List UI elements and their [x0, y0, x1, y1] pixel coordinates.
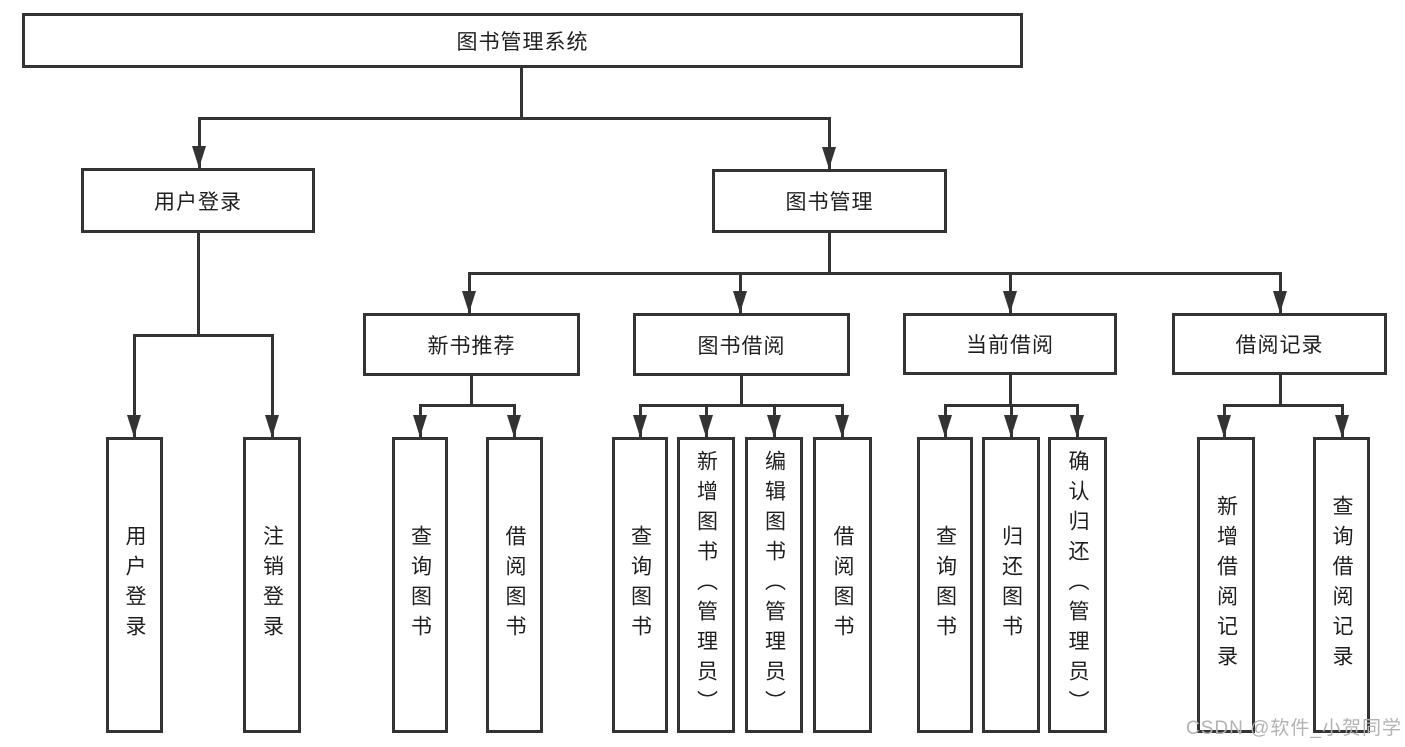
- connector-new-book-stub: [470, 376, 473, 407]
- leaf-user-login: 用户登录: [106, 437, 163, 733]
- arrow-down-icon: [1003, 291, 1017, 313]
- node-current-borrow: 当前借阅: [903, 313, 1117, 375]
- node-label: 查询图书: [408, 525, 432, 645]
- arrow-down-icon: [699, 415, 713, 437]
- node-new-book-recommend: 新书推荐: [363, 313, 580, 376]
- arrow-down-icon: [767, 415, 781, 437]
- connector-book-borrow-bus: [639, 404, 844, 407]
- leaf-borrow-books-recommend: 借阅图书: [486, 437, 543, 733]
- leaf-query-books-current: 查询图书: [917, 437, 973, 733]
- node-label: 查询借阅记录: [1330, 495, 1353, 675]
- node-label: 用户登录: [123, 525, 146, 645]
- arrow-down-icon: [413, 415, 427, 437]
- node-label: 新增借阅记录: [1214, 495, 1238, 675]
- connector-to-book-management: [828, 117, 831, 169]
- node-label: 借阅图书: [503, 525, 526, 645]
- node-label: 借阅图书: [831, 525, 854, 645]
- connector-book-management-stub: [828, 233, 831, 275]
- arrow-down-icon: [1273, 291, 1287, 313]
- connector-level3-bus: [468, 272, 1282, 275]
- csdn-watermark: CSDN @软件_小贺同学: [1186, 718, 1402, 739]
- leaf-return-book: 归还图书: [982, 437, 1040, 733]
- arrow-down-icon: [1070, 415, 1084, 437]
- node-label: 查询图书: [933, 525, 957, 645]
- connector-to-user-login: [198, 117, 201, 168]
- leaf-confirm-return-admin: 确认归还（管理员）: [1048, 437, 1107, 733]
- leaf-edit-book-admin: 编辑图书（管理员）: [745, 437, 803, 733]
- node-label: 编辑图书（管理员）: [762, 450, 786, 720]
- leaf-query-books-borrow: 查询图书: [612, 437, 668, 733]
- connector-new-book-bus: [419, 404, 516, 407]
- connector-borrow-records-stub: [1279, 375, 1282, 407]
- connector-to-leaf: [271, 334, 274, 437]
- node-label: 新书推荐: [427, 334, 516, 358]
- arrow-down-icon: [633, 415, 647, 437]
- node-label: 用户登录: [154, 190, 242, 214]
- arrow-down-icon: [127, 415, 141, 437]
- connector-book-borrow-stub: [740, 376, 743, 407]
- node-label: 确认归还（管理员）: [1066, 450, 1089, 720]
- leaf-add-borrow-record: 新增借阅记录: [1197, 437, 1255, 733]
- node-label: 当前借阅: [966, 334, 1054, 357]
- arrow-down-icon: [507, 415, 521, 437]
- arrow-down-icon: [733, 291, 747, 313]
- arrow-down-icon: [192, 146, 206, 168]
- leaf-logout: 注销登录: [243, 437, 301, 733]
- leaf-query-borrow-record: 查询借阅记录: [1313, 437, 1370, 733]
- leaf-query-books-recommend: 查询图书: [392, 437, 448, 733]
- connector-to-leaf: [133, 334, 136, 437]
- arrow-down-icon: [822, 147, 836, 169]
- node-book-management: 图书管理: [712, 169, 947, 233]
- node-label: 新增图书（管理员）: [694, 450, 718, 720]
- leaf-borrow-books: 借阅图书: [813, 437, 872, 733]
- node-label: 查询图书: [628, 525, 652, 645]
- node-label: 归还图书: [999, 525, 1023, 645]
- arrow-down-icon: [938, 415, 952, 437]
- connector-current-borrow-stub: [1009, 375, 1012, 407]
- connector-borrow-records-bus: [1223, 404, 1344, 407]
- node-book-borrow: 图书借阅: [633, 313, 850, 376]
- arrow-down-icon: [462, 291, 476, 313]
- arrow-down-icon: [1217, 415, 1231, 437]
- leaf-add-book-admin: 新增图书（管理员）: [677, 437, 735, 733]
- node-label: 图书借阅: [697, 334, 786, 358]
- arrow-down-icon: [1004, 415, 1018, 437]
- node-user-login: 用户登录: [81, 168, 315, 233]
- connector-root-stub: [520, 68, 523, 119]
- connector-user-login-stub: [197, 233, 200, 336]
- arrow-down-icon: [265, 415, 279, 437]
- connector-user-login-bus: [133, 334, 274, 337]
- arrow-down-icon: [835, 415, 849, 437]
- node-label: 注销登录: [260, 525, 284, 645]
- connector-level1-bus: [198, 117, 831, 120]
- node-label: 借阅记录: [1235, 334, 1324, 357]
- node-borrow-records: 借阅记录: [1172, 313, 1387, 375]
- node-system-root: 图书管理系统: [22, 13, 1023, 68]
- node-label: 图书管理: [785, 191, 874, 214]
- node-label: 图书管理系统: [456, 30, 589, 54]
- arrow-down-icon: [1335, 415, 1349, 437]
